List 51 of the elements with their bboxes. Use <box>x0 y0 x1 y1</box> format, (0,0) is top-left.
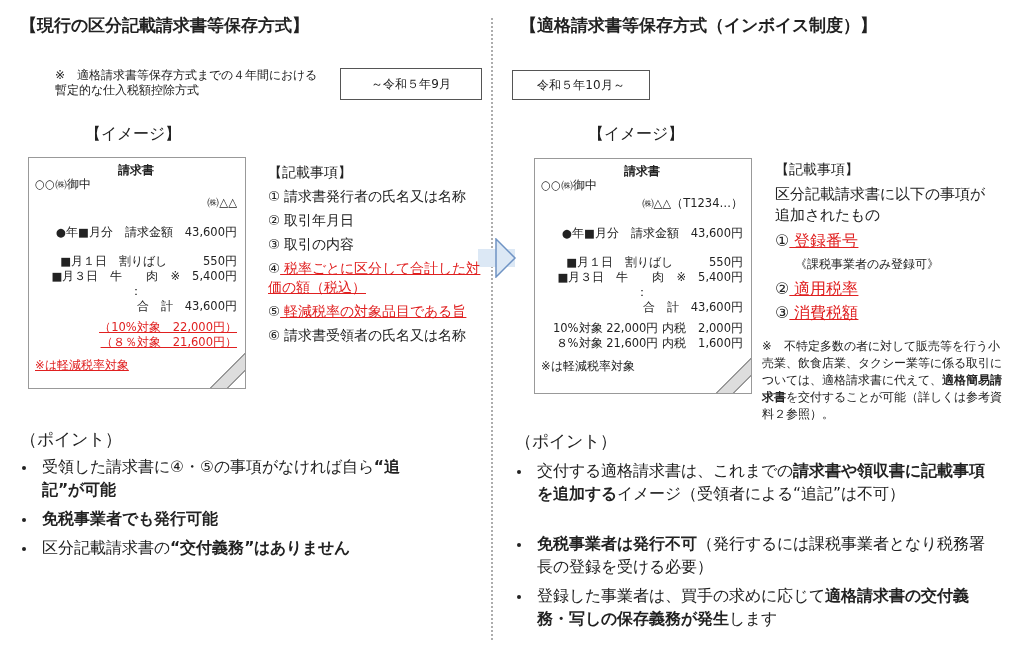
point-text: 交付する適格請求書は、これまでの請求書や領収書に記載事項を追加するイメージ（受領者による“追記”は不可） <box>537 462 985 503</box>
section-heading: 【記載事項】 <box>775 160 860 179</box>
note-text: ※ 不特定多数の者に対して販売等を行う小売業、飲食店業、タクシー業等に係る取引については、適格請求書に代えて、適格簡易請求書を交付することが可能（詳しくは参考資料２参照）。 <box>762 338 1002 423</box>
item-text: ① 請求書発行者の氏名又は名称 <box>268 187 468 206</box>
section-title: 【現行の区分記載請求書等保存方式】 <box>20 14 310 37</box>
subheading: （ポイント） <box>20 428 123 451</box>
invoice-line: ㈱△△（T1234…） <box>641 196 743 210</box>
invoice-line: 合 計 43,600円 <box>136 299 237 313</box>
invoice-line: 10%対象 22,000円 内税 2,000円 <box>552 321 743 335</box>
invoice-line: ○○㈱御中 <box>35 177 92 191</box>
item-text: 区分記載請求書に以下の事項が追加されたもの <box>775 184 986 226</box>
item-text: ② 取引年月日 <box>268 211 356 230</box>
item-text: ① 登録番号 <box>775 231 860 250</box>
subheading: 【イメージ】 <box>588 124 685 145</box>
invoice-document <box>28 157 246 389</box>
item-text: 《課税事業者のみ登録可》 <box>794 256 940 273</box>
item-text: ⑥ 請求書受領者の氏名又は名称 <box>268 326 468 345</box>
document-title: 請求書 <box>118 163 154 177</box>
document-title: 請求書 <box>624 164 660 178</box>
item-text: ② 適用税率 <box>775 279 860 298</box>
section-heading: 【記載事項】 <box>268 163 353 182</box>
invoice-line: ： <box>636 285 648 299</box>
invoice-line: ※は軽減税率対象 <box>541 359 635 373</box>
invoice-line: ㈱△△ <box>207 195 237 209</box>
invoice-line: ○○㈱御中 <box>541 178 598 192</box>
point-text: 免税事業者は発行不可（発行するには課税事業者となり税務署長の登録を受ける必要） <box>537 535 985 576</box>
point-text: 登録した事業者は、買手の求めに応じて適格請求書の交付義務・写しの保存義務が発生します <box>537 587 969 628</box>
point-text: 受領した請求書に④・⑤の事項がなければ自ら“追記”が可能 <box>42 458 400 499</box>
invoice-line: 合 計 43,600円 <box>642 300 743 314</box>
section-title: 【適格請求書等保存方式（インボイス制度）】 <box>520 14 878 37</box>
note-text: ※ 適格請求書等保存方式までの４年間における暫定的な仕入税額控除方式 <box>55 68 319 98</box>
invoice-line: ■月１日 割りばし 550円 <box>566 255 743 269</box>
item-text: ⑤ 軽減税率の対象品目である旨 <box>268 302 468 321</box>
invoice-line: ８%対象 21,600円 内税 1,600円 <box>555 336 743 350</box>
item-text: ④ 税率ごとに区分して合計した対価の額（税込） <box>268 259 482 297</box>
block-arrow <box>478 238 516 278</box>
point-text: 区分記載請求書の“交付義務”はありません <box>42 539 351 557</box>
invoice-line: ■月３日 牛 肉 ※ 5,400円 <box>51 269 237 283</box>
date-box: ～令和５年9月 <box>340 68 482 100</box>
subheading: 【イメージ】 <box>85 124 182 145</box>
subheading: （ポイント） <box>515 430 618 453</box>
item-text: ③ 消費税額 <box>775 303 860 322</box>
invoice-line: ■月１日 割りばし 550円 <box>60 254 237 268</box>
invoice-line: ■月３日 牛 肉 ※ 5,400円 <box>557 270 743 284</box>
invoice-document <box>534 158 752 394</box>
point-text: 免税事業者でも発行可能 <box>42 510 218 528</box>
date-box: 令和５年10月～ <box>512 70 650 100</box>
invoice-line: ●年■月分 請求金額 43,600円 <box>55 225 237 239</box>
invoice-line: ●年■月分 請求金額 43,600円 <box>561 226 743 240</box>
invoice-line: ： <box>130 284 142 298</box>
item-text: ③ 取引の内容 <box>268 235 356 254</box>
